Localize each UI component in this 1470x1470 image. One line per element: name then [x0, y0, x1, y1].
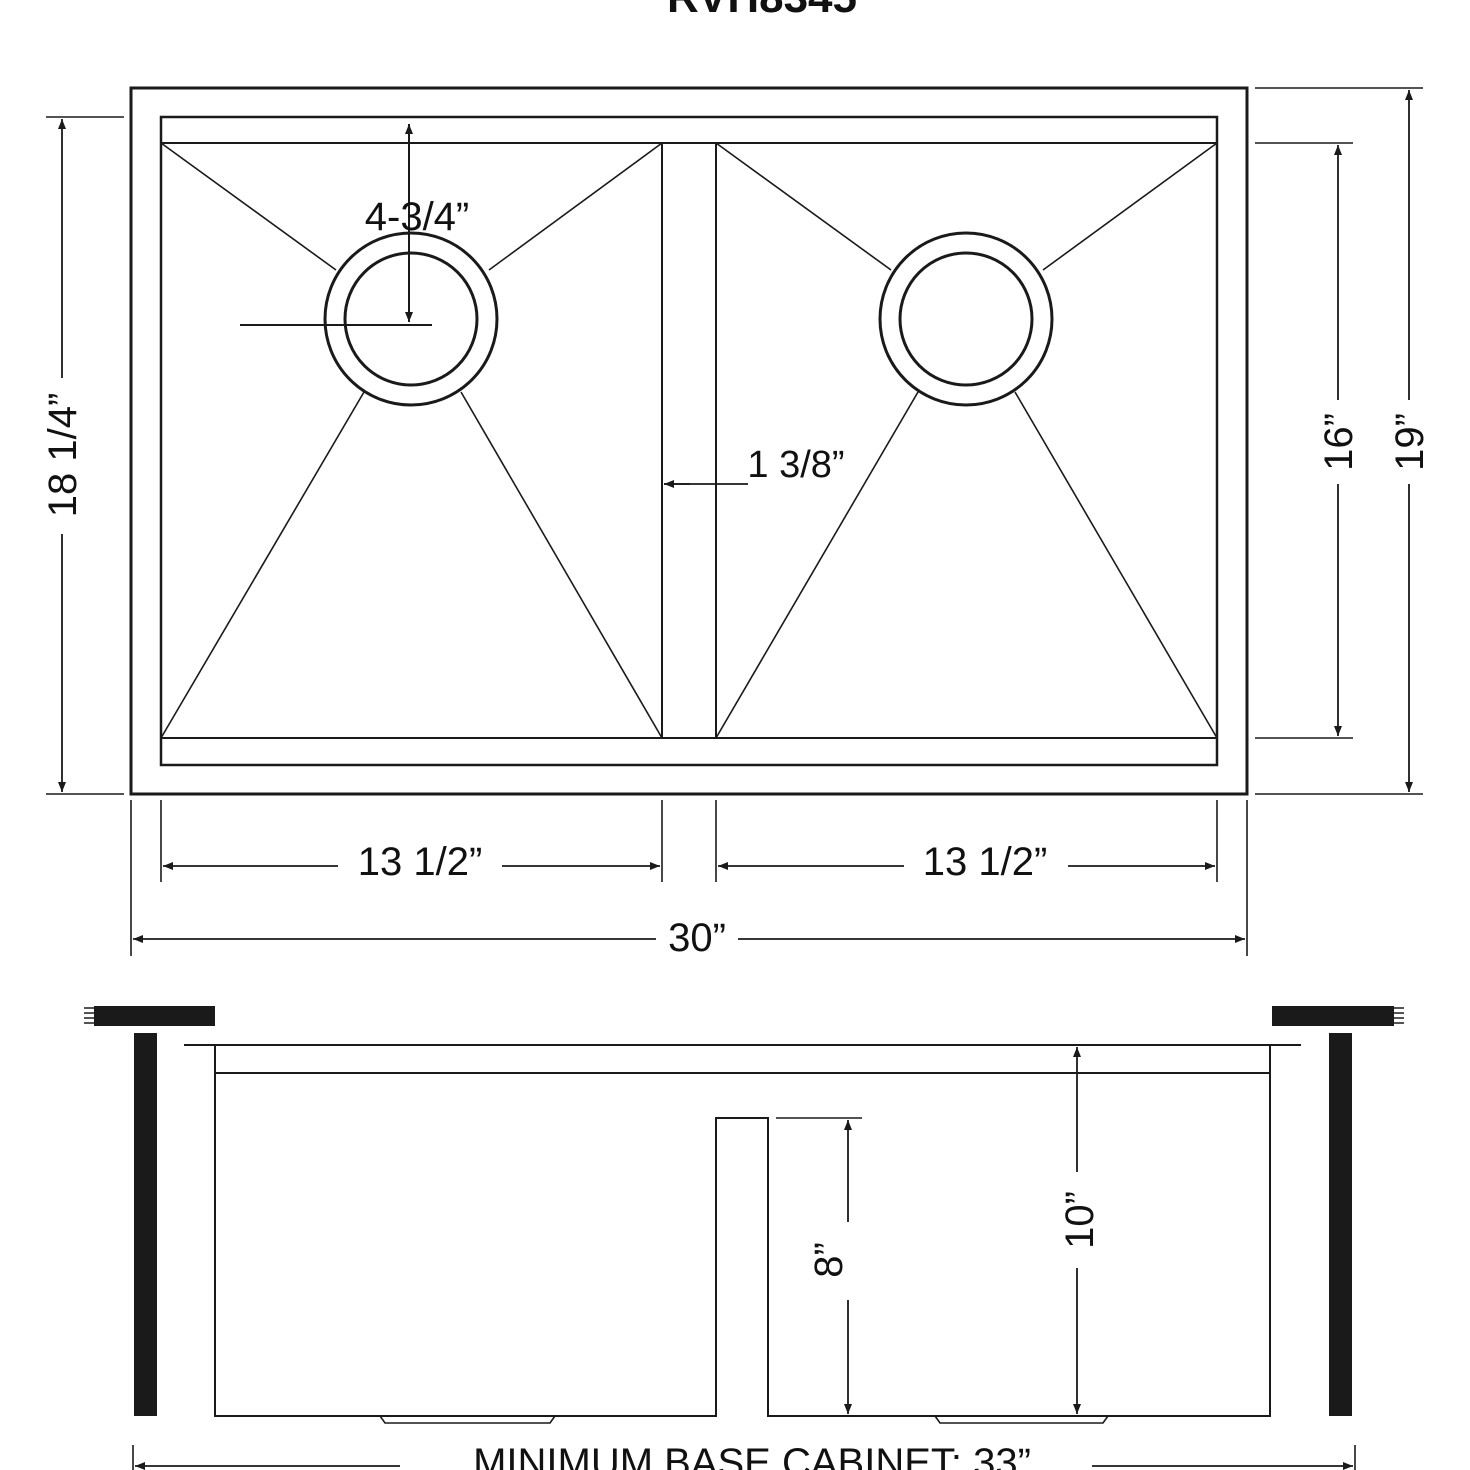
countertop-right — [1272, 1006, 1394, 1026]
right-bowl-width-label: 13 1/2” — [923, 840, 1048, 884]
drain-offset-label: 4-3/4” — [365, 195, 470, 239]
cabinet-wall-left — [134, 1033, 157, 1416]
right-drain-side — [934, 1415, 1109, 1424]
inner-rim — [159, 115, 1219, 767]
left-bowl-width-label: 13 1/2” — [358, 840, 483, 884]
cabinet-wall-right — [1329, 1033, 1352, 1416]
right-depth-dimension: 19” — [1255, 87, 1432, 795]
divider-width-dimension: 1 3/8” — [664, 444, 845, 488]
overall-width-label: 30” — [668, 916, 726, 960]
left-depth-dimension: 18 1/4” — [41, 116, 124, 795]
left-drain — [323, 231, 499, 407]
left-drain-side — [379, 1415, 556, 1424]
left-depth-label: 18 1/4” — [41, 393, 85, 518]
divider-width-label: 1 3/8” — [747, 444, 844, 486]
minimum-cabinet-label: MINIMUM BASE CABINET: 33” — [473, 1441, 1031, 1470]
bowl-height-label: 10” — [1058, 1191, 1102, 1249]
right-drain — [878, 231, 1054, 407]
side-view: 8” 10” MINIMUM BASE CABINET: 33” — [84, 1006, 1404, 1470]
model-title: RVH8345 — [667, 0, 857, 22]
bowl-depth-dimension: 16” — [1255, 142, 1361, 739]
bowl-width-dimensions: 13 1/2” 13 1/2” — [160, 800, 1218, 884]
drain-offset-dimension: 4-3/4” — [240, 124, 470, 326]
outer-flange — [129, 86, 1249, 796]
countertop-left — [94, 1006, 215, 1026]
sink-body-profile — [214, 1073, 1271, 1417]
right-bowl — [715, 142, 1218, 739]
overall-width-dimension: 30” — [130, 800, 1248, 960]
bowl-height-dimension: 10” — [1058, 1047, 1102, 1414]
bowl-depth-label: 16” — [1317, 413, 1361, 471]
divider-height-dimension: 8” — [776, 1117, 862, 1414]
divider-height-label: 8” — [807, 1242, 851, 1278]
top-view: 4-3/4” 1 3/8” 13 1/2” 13 1/2” — [41, 86, 1432, 960]
left-bowl — [160, 142, 663, 739]
right-depth-label: 19” — [1388, 413, 1432, 471]
minimum-cabinet-dimension: MINIMUM BASE CABINET: 33” — [132, 1441, 1356, 1470]
